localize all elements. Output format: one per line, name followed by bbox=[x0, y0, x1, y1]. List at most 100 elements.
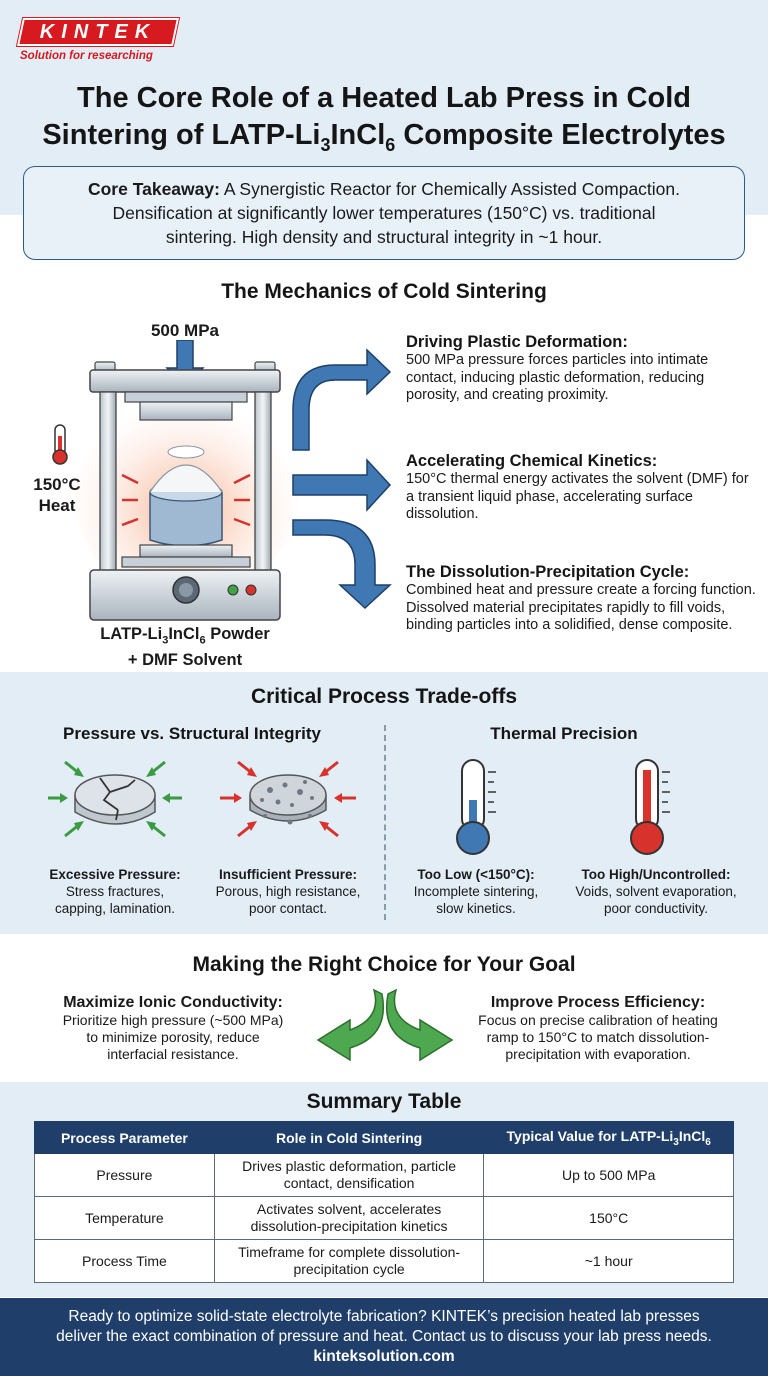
tradeoffs-title: Critical Process Trade-offs bbox=[250, 685, 518, 708]
note-line: poor conductivity. bbox=[603, 901, 709, 916]
mechanism-heading: The Dissolution-Precipitation Cycle: bbox=[406, 563, 690, 581]
mechanism-description: Combined heat and pressure create a forc… bbox=[406, 582, 756, 633]
mechanism-description: 500 MPa pressure forces particles into i… bbox=[406, 352, 709, 403]
column-header-value: Typical Value for LATP-Li3InCl6 bbox=[483, 1121, 734, 1154]
title-text: Composite Electrolytes bbox=[395, 119, 726, 151]
heated-press-illustration bbox=[52, 340, 295, 621]
choice-line: interfacial resistance. bbox=[107, 1046, 239, 1062]
pressure-integrity-title: Pressure vs. Structural Integrity bbox=[63, 724, 321, 743]
mechanism-arrows bbox=[292, 348, 392, 610]
cell-parameter: Temperature bbox=[34, 1196, 215, 1240]
mechanism-heading: Driving Plastic Deformation: bbox=[406, 333, 628, 351]
choice-efficiency: Improve Process Efficiency: Focus on pre… bbox=[448, 994, 748, 1063]
cell-value: Up to 500 MPa bbox=[483, 1153, 734, 1197]
title-text: Sintering of LATP-Li bbox=[42, 119, 321, 151]
cell-value: ~1 hour bbox=[483, 1239, 734, 1283]
heat-label: 150°C Heat bbox=[12, 474, 102, 516]
right-choice-arrow-icon bbox=[386, 988, 454, 1062]
mechanism-item-kinetics: Accelerating Chemical Kinetics: 150°C th… bbox=[406, 452, 756, 524]
summary-table: Process Parameter Role in Cold Sintering… bbox=[34, 1121, 734, 1283]
powder-text: InCl bbox=[168, 625, 200, 643]
choice-arrows bbox=[316, 988, 454, 1062]
choice-title: Making the Right Choice for Your Goal bbox=[192, 953, 576, 976]
footer-line: Ready to optimize solid-state electrolyt… bbox=[68, 1308, 700, 1325]
note-heading: Insufficient Pressure: bbox=[218, 867, 358, 882]
header-text: Typical Value for LATP-Li bbox=[506, 1127, 674, 1144]
mechanics-title: The Mechanics of Cold Sintering bbox=[221, 280, 547, 303]
footer-website-link[interactable]: kinteksolution.com bbox=[313, 1348, 455, 1365]
red-indicator-icon bbox=[245, 584, 257, 596]
table-row: Pressure Drives plastic deformation, par… bbox=[34, 1153, 734, 1197]
takeaway-line-3: sintering. High density and structural i… bbox=[165, 227, 603, 247]
left-choice-arrow-icon bbox=[316, 988, 384, 1062]
note-line: Incomplete sintering, bbox=[413, 884, 539, 899]
column-header-parameter: Process Parameter bbox=[34, 1121, 215, 1154]
title-line-2: Sintering of LATP-Li3InCl6 Composite Ele… bbox=[40, 117, 728, 164]
choice-line: Prioritize high pressure (~500 MPa) bbox=[62, 1012, 284, 1028]
table-row: Temperature Activates solvent, accelerat… bbox=[34, 1196, 734, 1240]
cell-role: Timeframe for complete dissolution-preci… bbox=[213, 1239, 485, 1283]
mechanism-description: 150°C thermal energy activates the solve… bbox=[406, 471, 749, 522]
insufficient-pressure-note: Insufficient Pressure: Porous, high resi… bbox=[198, 866, 378, 917]
porous-pellet-icon bbox=[249, 774, 327, 825]
page-title: The Core Role of a Heated Lab Press in C… bbox=[40, 80, 728, 164]
header-subscript: 3 bbox=[673, 1136, 679, 1148]
arrow-to-deformation-icon bbox=[292, 348, 392, 451]
kintek-logo[interactable]: KINTEK bbox=[39, 21, 157, 43]
note-line: poor contact. bbox=[248, 901, 328, 916]
cell-line: dissolution-precipitation kinetics bbox=[250, 1218, 448, 1234]
logo-tagline: Solution for researching bbox=[20, 50, 153, 62]
choice-line: ramp to 150°C to match dissolution- bbox=[486, 1029, 710, 1045]
choice-line: Focus on precise calibration of heating bbox=[478, 1012, 718, 1028]
thermometer-icon bbox=[52, 424, 68, 465]
choice-line: to minimize porosity, reduce bbox=[86, 1029, 260, 1045]
cracked-pellet-icon bbox=[74, 774, 156, 825]
title-subscript: 3 bbox=[320, 134, 331, 155]
powder-label: LATP-Li3InCl6 Powder + DMF Solvent bbox=[60, 624, 310, 670]
cell-line: Timeframe for complete dissolution- bbox=[238, 1244, 461, 1260]
takeaway-line-2: Densification at significantly lower tem… bbox=[112, 203, 656, 223]
footer-cta: Ready to optimize solid-state electrolyt… bbox=[0, 1298, 768, 1376]
cold-thermometer-icon bbox=[456, 759, 496, 855]
note-heading: Too High/Uncontrolled: bbox=[581, 867, 731, 882]
title-line-1: The Core Role of a Heated Lab Press in C… bbox=[77, 82, 691, 114]
title-text: InCl bbox=[330, 119, 386, 151]
powder-text: Powder bbox=[205, 625, 270, 643]
thermal-precision-title: Thermal Precision bbox=[490, 724, 638, 743]
mechanism-heading: Accelerating Chemical Kinetics: bbox=[406, 452, 658, 470]
too-high-note: Too High/Uncontrolled: Voids, solvent ev… bbox=[556, 866, 756, 917]
header-subscript: 6 bbox=[705, 1136, 711, 1148]
cell-line: precipitation cycle bbox=[293, 1261, 405, 1277]
note-line: Porous, high resistance, bbox=[215, 884, 361, 899]
note-heading: Too Low (<150°C): bbox=[417, 867, 535, 882]
arrow-to-kinetics-icon bbox=[292, 458, 392, 512]
cell-line: Drives plastic deformation, particle bbox=[242, 1158, 457, 1174]
note-line: capping, lamination. bbox=[54, 901, 176, 916]
cell-parameter: Process Time bbox=[34, 1239, 215, 1283]
table-header-row: Process Parameter Role in Cold Sintering… bbox=[34, 1121, 734, 1154]
arrow-to-cycle-icon bbox=[292, 519, 392, 610]
tradeoffs-illustrations bbox=[48, 759, 670, 855]
mechanism-item-deformation: Driving Plastic Deformation: 500 MPa pre… bbox=[406, 333, 756, 405]
too-low-note: Too Low (<150°C): Incomplete sintering, … bbox=[396, 866, 556, 917]
cell-value: 150°C bbox=[483, 1196, 734, 1240]
excessive-pressure-note: Excessive Pressure: Stress fractures, ca… bbox=[20, 866, 210, 917]
note-heading: Excessive Pressure: bbox=[49, 867, 181, 882]
cell-line: contact, densification bbox=[283, 1175, 415, 1191]
heat-temperature: 150°C bbox=[33, 475, 81, 494]
title-subscript: 6 bbox=[385, 134, 396, 155]
summary-title: Summary Table bbox=[306, 1090, 462, 1113]
core-takeaway-box: Core Takeaway: A Synergistic Reactor for… bbox=[23, 166, 745, 260]
cell-line: Activates solvent, accelerates bbox=[256, 1201, 442, 1217]
takeaway-line-1: Core Takeaway: A Synergistic Reactor for… bbox=[44, 177, 724, 201]
header-text: InCl bbox=[678, 1127, 706, 1144]
note-line: Voids, solvent evaporation, bbox=[575, 884, 737, 899]
powder-subscript: 6 bbox=[199, 634, 206, 647]
column-header-role: Role in Cold Sintering bbox=[213, 1121, 485, 1154]
powder-subscript: 3 bbox=[162, 634, 169, 647]
heat-word: Heat bbox=[38, 496, 76, 515]
pressure-label: 500 MPa bbox=[150, 321, 220, 340]
choice-conductivity: Maximize Ionic Conductivity: Prioritize … bbox=[28, 994, 318, 1063]
